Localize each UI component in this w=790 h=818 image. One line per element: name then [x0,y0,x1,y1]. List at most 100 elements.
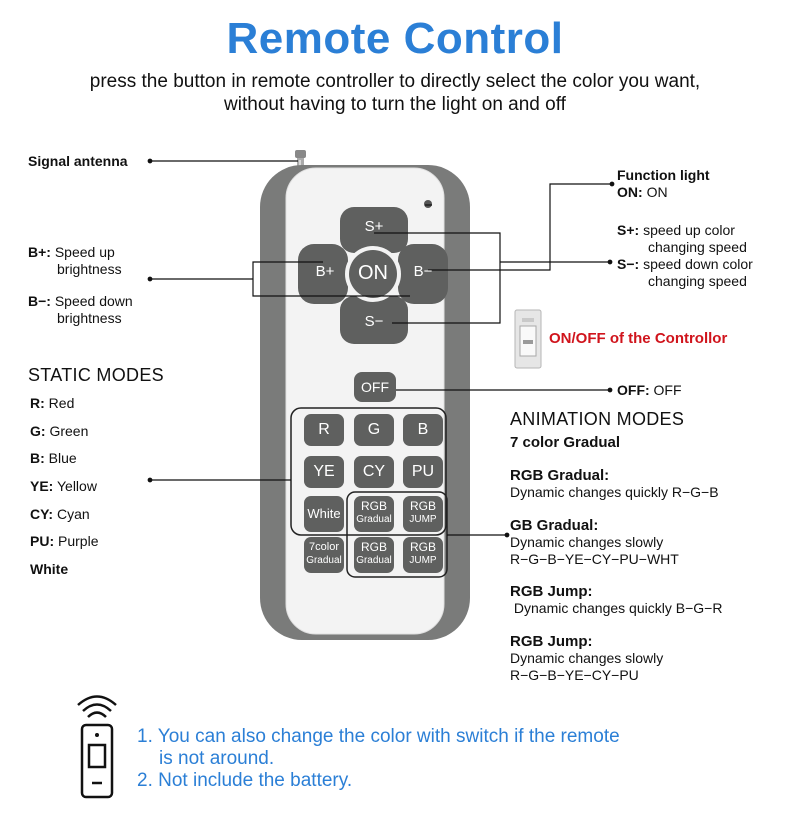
note-line-3: 2. Not include the battery. [137,770,353,791]
s-minus-label: S− [364,313,384,330]
note-line-1: 1. You can also change the color with sw… [137,726,620,747]
sminus-line1: speed down color [643,256,753,272]
static-group-outline [290,407,447,536]
dpad [298,207,448,344]
pu-button[interactable] [403,456,443,488]
off-label: OFF [361,379,389,395]
off-annotation: OFF: OFF [617,382,682,399]
g-label: G [367,421,381,438]
static-modes-heading: STATIC MODES [28,365,164,385]
wireless-remote-icon [77,695,117,799]
rgb-jump-label-2: RGB JUMP [403,541,443,567]
animation-modes-heading: ANIMATION MODES [510,409,685,429]
bminus-key: B−: [28,293,51,309]
rgb-gradual-label-2-top: RGB [360,540,387,554]
static-val-g: Green [49,422,89,439]
static-key-ye: YE: [30,478,54,495]
7color-label-bottom: Gradual [306,555,342,566]
white-label: White [307,506,341,521]
rgb-jump-label: RGB JUMP [403,500,443,526]
s-minus-button[interactable] [340,296,408,344]
static-modes-list: R: Red G: Green B: Blue YE: Yellow CY: C… [30,395,98,589]
static-key-white: White [30,561,69,578]
anim-item-4-desc2: R−G−B−YE−CY−PU [510,667,639,683]
function-light-label: Function light [617,167,710,183]
rgb-gradual-button[interactable] [354,496,394,532]
page-title: Remote Control [226,14,564,63]
static-val-cy: Cyan [56,505,90,522]
rgb-jump-label-2-bottom: JUMP [409,555,437,566]
bminus-annotation: B−: Speed down brightness [28,293,133,327]
subtitle-line-2: without having to turn the light on and … [224,94,566,115]
anim-item-4-desc1: Dynamic changes slowly [510,650,664,666]
static-key-cy: CY: [30,505,54,522]
function-light-annotation: Function light ON: ON [617,167,710,201]
7color-label-top: 7color [309,541,339,553]
sminus-key: S−: [617,256,640,272]
pu-label: PU [411,463,435,480]
ye-button[interactable] [304,456,344,488]
bminus-line1: Speed down [54,293,133,309]
rgb-jump-label-2-top: RGB [409,540,436,554]
white-button[interactable] [304,496,344,532]
anim-item-1-desc1: Dynamic changes quickly R−G−B [510,484,719,500]
sminus-line2: changing speed [648,273,747,289]
r-button[interactable] [304,414,344,446]
s-plus-button[interactable] [340,207,408,253]
anim-item-4: RGB Jump: Dynamic changes slowly R−G−B−Y… [510,633,663,684]
anim-item-2-title: GB Gradual: [510,517,599,534]
b-label: B [417,421,429,438]
anim-item-2-desc2: R−G−B−YE−CY−PU−WHT [510,551,679,567]
s-plus-label: S+ [364,218,384,235]
rgb-gradual-label: RGB Gradual [354,500,394,526]
static-val-pu: Purple [58,533,99,550]
b-plus-button[interactable] [298,244,348,304]
cy-button[interactable] [354,456,394,488]
bplus-key: B+: [28,244,51,260]
on-key: ON: [617,184,643,200]
static-key-pu: PU: [30,533,55,550]
antenna-label: Signal antenna [28,153,128,169]
anim-item-1: RGB Gradual: Dynamic changes quickly R−G… [510,467,719,501]
rgb-jump-label-bottom: JUMP [409,514,437,525]
7color-gradual-label: 7color Gradual [304,541,344,567]
animation-modes-sub: 7 color Gradual [510,434,621,451]
note-line-2: is not around. [159,748,275,769]
anim-item-1-title: RGB Gradual: [510,467,610,484]
bplus-line2: brightness [57,261,122,277]
connector-lines [147,158,615,538]
anim-item-4-title: RGB Jump: [510,633,593,650]
static-val-ye: Yellow [56,478,97,495]
on-button[interactable] [349,250,397,298]
s-annotation: S+: speed up color changing speed S−: sp… [617,222,753,290]
b-button[interactable] [403,414,443,446]
function-light-indicator [424,200,432,208]
splus-line1: speed up color [643,222,735,238]
controller-switch-icon [514,309,542,369]
anim-item-3-title: RGB Jump: [510,583,593,600]
b-plus-label: B+ [315,263,335,280]
rgb-gradual-button-2[interactable] [354,537,394,573]
off-val: OFF [653,382,682,398]
g-button[interactable] [354,414,394,446]
static-val-r: Red [48,395,75,411]
rgb-gradual-label-top: RGB [360,499,387,513]
bplus-annotation: B+: Speed up brightness [28,244,122,278]
off-button[interactable] [354,372,396,402]
rgb-jump-button[interactable] [403,496,443,532]
anim-item-3: RGB Jump: Dynamic changes quickly B−G−R [510,583,722,617]
on-label: ON [358,262,388,284]
bminus-line2: brightness [57,310,122,326]
rgb-jump-label-top: RGB [409,499,436,513]
on-val: ON [646,184,668,200]
notes-block: 1. You can also change the color with sw… [137,726,620,792]
7color-gradual-button[interactable] [304,537,344,573]
rgb-gradual-label-bottom: Gradual [356,514,392,525]
b-minus-button[interactable] [398,244,448,304]
rgb-jump-button-2[interactable] [403,537,443,573]
splus-line2: changing speed [648,239,747,255]
bplus-line1: Speed up [54,244,115,260]
subtitle-line-1: press the button in remote controller to… [89,71,701,92]
onoff-controller-label: ON/OFF of the Controllor [549,330,728,347]
